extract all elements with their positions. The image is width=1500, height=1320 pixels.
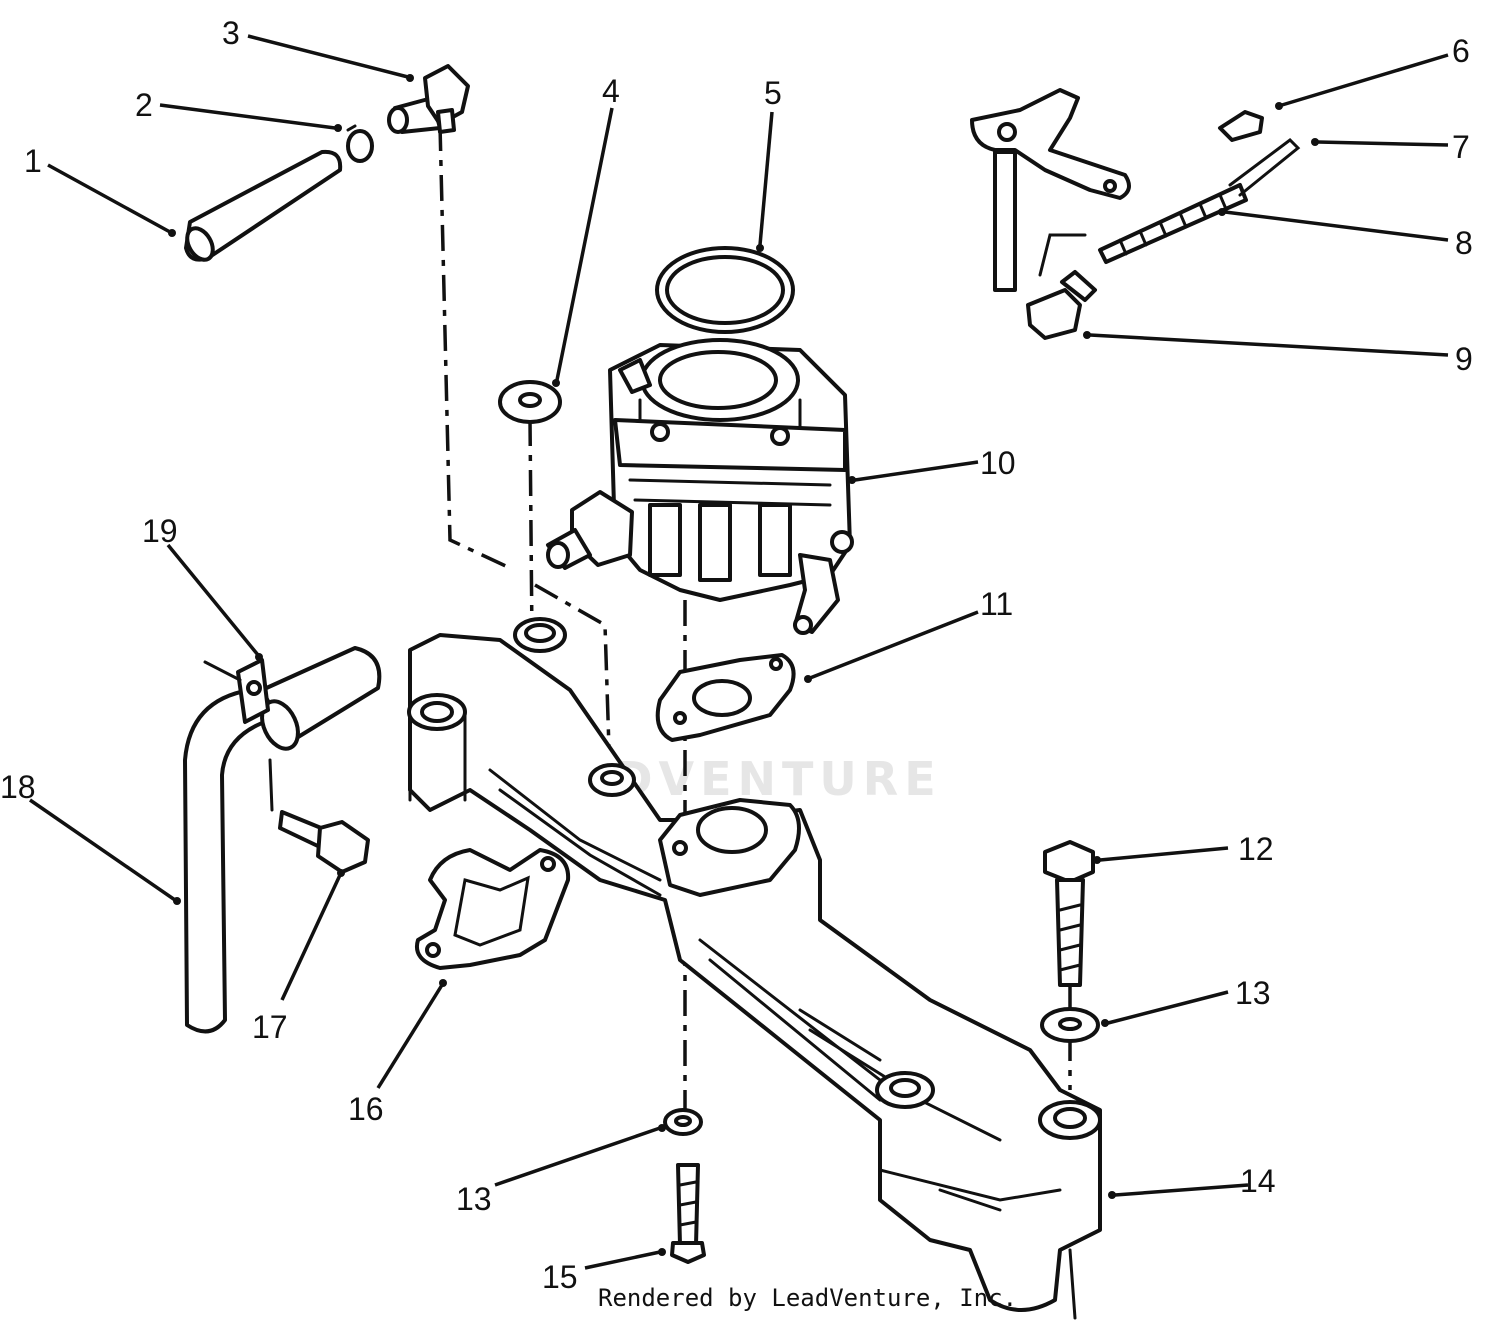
callout-17: 17 bbox=[252, 1009, 288, 1045]
callout-7: 7 bbox=[1452, 129, 1470, 165]
part-17-bolt[interactable] bbox=[278, 810, 370, 874]
callout-14: 14 bbox=[1240, 1163, 1276, 1199]
assembly-centerlines bbox=[438, 124, 1072, 1110]
callout-16: 16 bbox=[348, 1091, 384, 1127]
part-5-o-ring[interactable] bbox=[655, 246, 795, 334]
part-11-carburetor-gasket[interactable] bbox=[655, 653, 796, 742]
callout-2: 2 bbox=[135, 87, 153, 123]
part-13-washer-lower[interactable] bbox=[663, 1108, 703, 1136]
part-19-bracket[interactable] bbox=[203, 658, 274, 812]
part-1-fuel-hose[interactable] bbox=[182, 149, 343, 264]
part-4-washer[interactable] bbox=[498, 380, 562, 424]
part-13-washer-upper[interactable] bbox=[1040, 1007, 1100, 1043]
credit-text: Rendered by LeadVenture, Inc. bbox=[598, 1284, 1017, 1312]
callout-12: 12 bbox=[1238, 831, 1274, 867]
callout-19: 19 bbox=[142, 513, 178, 549]
part-6-8-throttle-linkage[interactable] bbox=[970, 88, 1301, 292]
part-15-stud[interactable] bbox=[670, 1163, 706, 1264]
callout-1: 1 bbox=[24, 143, 42, 179]
leader-lines bbox=[29, 34, 1449, 1270]
callout-6: 6 bbox=[1452, 33, 1470, 69]
part-9-wing-nut[interactable] bbox=[1026, 270, 1097, 340]
callout-8: 8 bbox=[1455, 225, 1473, 261]
part-16-manifold-gasket[interactable] bbox=[415, 848, 571, 970]
callout-13-lower: 13 bbox=[456, 1181, 492, 1217]
callout-9: 9 bbox=[1455, 341, 1473, 377]
callout-4: 4 bbox=[602, 73, 620, 109]
callout-3: 3 bbox=[222, 15, 240, 51]
callout-15: 15 bbox=[542, 1259, 578, 1295]
part-3-elbow-fitting[interactable] bbox=[387, 64, 470, 134]
callout-18: 18 bbox=[0, 769, 36, 805]
part-18-hose[interactable] bbox=[183, 646, 382, 1034]
part-2-clamp[interactable] bbox=[346, 124, 374, 163]
part-14-intake-manifold[interactable] bbox=[407, 617, 1102, 1320]
part-12-bolt[interactable] bbox=[1043, 840, 1095, 987]
callout-labels: 1 2 3 4 5 6 7 8 9 10 11 12 13 14 13 15 1… bbox=[0, 15, 1473, 1295]
part-10-carburetor[interactable] bbox=[546, 338, 854, 635]
callout-11: 11 bbox=[980, 586, 1013, 622]
callout-10: 10 bbox=[980, 445, 1016, 481]
callout-13-upper: 13 bbox=[1235, 975, 1271, 1011]
callout-5: 5 bbox=[764, 75, 782, 111]
